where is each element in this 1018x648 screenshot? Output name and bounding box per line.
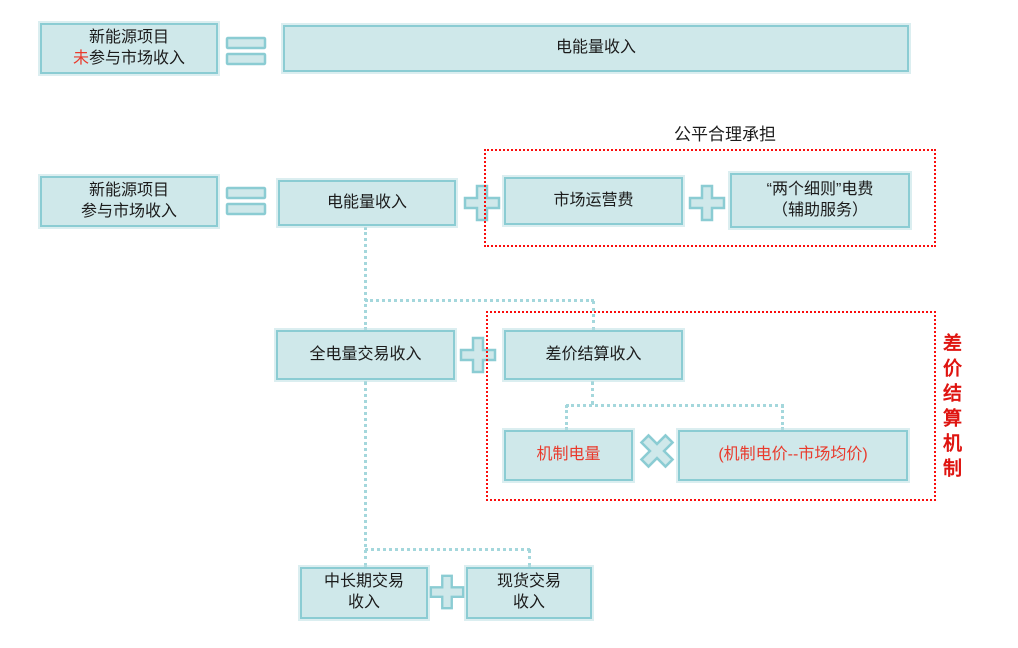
box-spot-trade-revenue: 现货交易 收入 [466,567,592,619]
box-market-operation-fee: 市场运营费 [504,177,683,225]
connector-into-mech-price [781,405,784,430]
connector-branch-mechanism [566,404,784,407]
connector-into-spot [528,549,531,567]
connector-diff-down [591,381,594,405]
box-energy-revenue: 电能量收入 [278,180,456,226]
connector-branch-to-spot [365,548,530,551]
multiply-icon [637,431,677,471]
box-two-rules-fee: “两个细则”电费 （辅助服务） [730,173,910,228]
box-mid-long-term-revenue: 中长期交易 收入 [300,567,428,619]
plus-icon [462,183,502,223]
box-mechanism-quantity: 机制电量 [504,430,633,481]
connector-energy-down [364,227,367,330]
box-line: 未参与市场收入 [72,49,186,67]
box-project-not-in-market: 新能源项目 未参与市场收入 [40,23,218,74]
connector-fullvolume-down [364,381,367,567]
box-mechanism-price-diff: (机制电价--市场均价) [678,430,908,481]
box-diff-settlement-revenue: 差价结算收入 [504,330,683,380]
plus-icon [458,335,498,375]
connector-into-mech-qty [565,405,568,430]
red-char: 未 [72,49,89,67]
equals-icon [225,35,267,67]
box-project-in-market: 新能源项目 参与市场收入 [40,176,218,227]
fair-share-label: 公平合理承担 [674,125,776,144]
diff-settlement-mechanism-label: 差价结算机制 [940,333,961,483]
plus-icon [428,573,466,611]
equals-icon [225,185,267,217]
plus-icon [687,183,727,223]
box-energy-revenue-full: 电能量收入 [283,25,909,72]
connector-branch-to-diff [365,299,594,302]
box-full-volume-trade-revenue: 全电量交易收入 [276,330,455,380]
connector-into-diff-settle [592,301,595,330]
box-line: 新能源项目 [88,28,169,46]
